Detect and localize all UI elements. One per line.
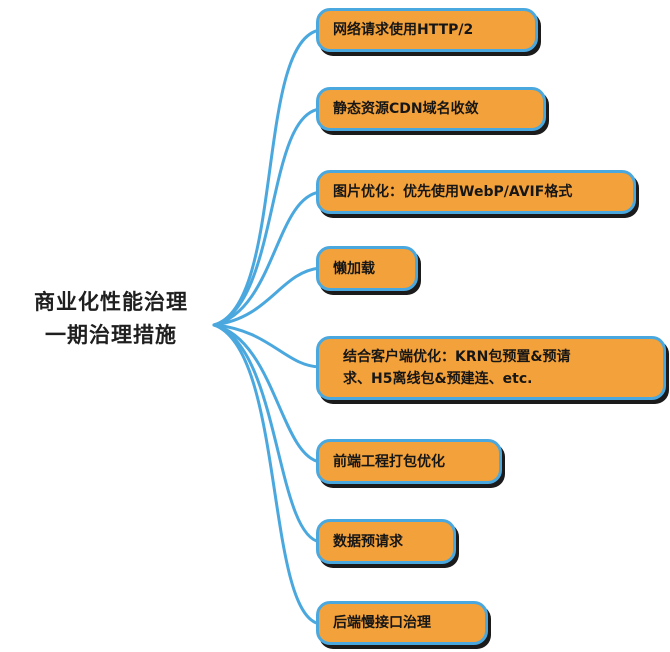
connector-8: [212, 323, 322, 626]
branch-label-line-1: 结合客户端优化：KRN包预置&预请: [343, 349, 571, 365]
connector-4: [212, 266, 322, 327]
branch-label-line-2: 求、H5离线包&预建连、etc.: [343, 371, 533, 387]
connector-1: [212, 28, 322, 327]
branch-label: 前端工程打包优化: [333, 453, 445, 470]
connector-3: [212, 190, 322, 327]
root-title-line-1: 商业化性能治理: [34, 290, 188, 314]
connector-7: [212, 323, 322, 544]
branch-lazy-load: 懒加载: [316, 246, 418, 291]
connector-2: [212, 107, 322, 327]
branch-label: 数据预请求: [333, 533, 403, 550]
branch-label: 懒加载: [333, 260, 375, 277]
root-title-line-2: 一期治理措施: [45, 323, 177, 347]
connector-6: [212, 323, 322, 464]
branch-label: 网络请求使用HTTP/2: [333, 22, 474, 38]
branch-label: 后端慢接口治理: [333, 615, 431, 631]
branch-backend-slow-api: 后端慢接口治理: [316, 601, 488, 645]
branch-image-optimization: 图片优化：优先使用WebP/AVIF格式: [316, 170, 636, 214]
branch-cdn-domain: 静态资源CDN域名收敛: [316, 87, 546, 131]
branch-label: 图片优化：优先使用WebP/AVIF格式: [333, 184, 573, 200]
branch-http2: 网络请求使用HTTP/2: [316, 8, 538, 52]
branch-client-optimization: 结合客户端优化：KRN包预置&预请 求、H5离线包&预建连、etc.: [316, 336, 666, 400]
branch-label: 静态资源CDN域名收敛: [333, 101, 479, 117]
branch-build-optimization: 前端工程打包优化: [316, 439, 502, 484]
root-topic: 商业化性能治理 一期治理措施: [4, 286, 218, 352]
connector-5: [212, 323, 322, 369]
branch-data-prefetch: 数据预请求: [316, 519, 456, 564]
